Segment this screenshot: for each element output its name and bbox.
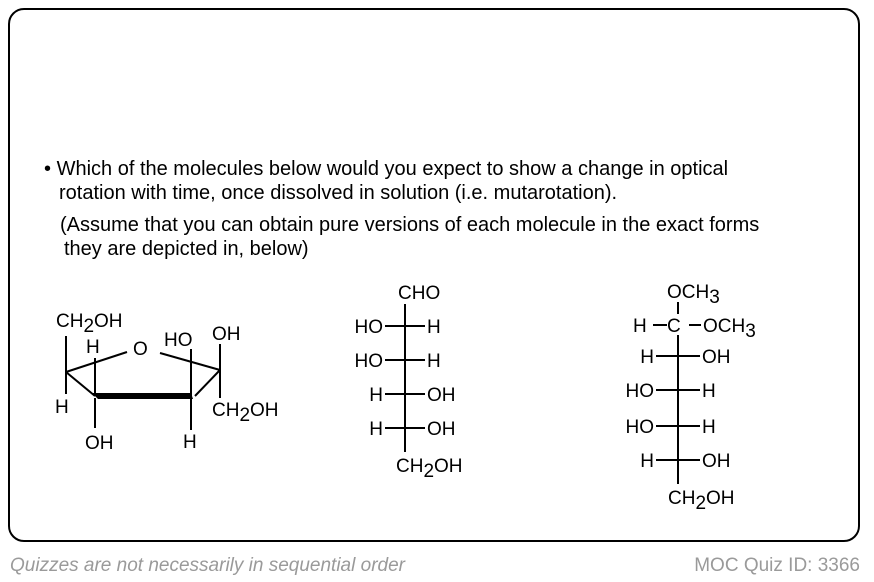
label: H xyxy=(183,432,197,453)
question-text-1: Which of the molecules below would you e… xyxy=(56,158,729,180)
label: H xyxy=(369,419,383,440)
question-line-1: • Which of the molecules below would you… xyxy=(44,157,728,181)
label: HO xyxy=(164,330,193,351)
label: H xyxy=(86,337,100,358)
label: CH2OH xyxy=(56,311,123,337)
label: HO xyxy=(355,351,384,372)
label: H xyxy=(427,317,441,338)
label: OCH3 xyxy=(667,282,720,308)
label: H xyxy=(633,316,647,337)
label: OH xyxy=(427,385,456,406)
label: CH2OH xyxy=(668,488,735,514)
question-line-3: (Assume that you can obtain pure version… xyxy=(60,214,760,236)
label: OH xyxy=(212,324,241,345)
label: H xyxy=(702,381,716,402)
label: O xyxy=(133,339,148,360)
label: H xyxy=(702,417,716,438)
question-line-4: they are depicted in, below) xyxy=(64,238,309,260)
label: CHO xyxy=(398,283,440,304)
label: OH xyxy=(702,451,731,472)
ring-bond xyxy=(194,369,221,397)
label: H xyxy=(640,451,654,472)
label: OCH3 xyxy=(703,316,756,342)
question-line-2: rotation with time, once dissolved in so… xyxy=(59,182,618,204)
label: OH xyxy=(427,419,456,440)
label: HO xyxy=(626,381,655,402)
ring-bold-bond xyxy=(92,393,193,399)
label: OH xyxy=(85,433,114,454)
label: CH2OH xyxy=(396,456,463,482)
label: C xyxy=(667,316,681,337)
label: HO xyxy=(355,317,384,338)
quiz-id: MOC Quiz ID: 3366 xyxy=(694,555,860,576)
quiz-card xyxy=(8,8,860,542)
molecule-3-fischer: OCH3 H C OCH3 H OH HO H HO H H OH CH2OH xyxy=(626,282,756,514)
molecule-1-furanose: CH2OH H O HO OH H CH2OH OH H xyxy=(55,311,279,454)
label: H xyxy=(640,347,654,368)
molecule-2-fischer: CHO HO H HO H H OH H OH CH2OH xyxy=(355,283,463,482)
label: H xyxy=(55,397,69,418)
label: OH xyxy=(702,347,731,368)
label: H xyxy=(369,385,383,406)
ring-bond xyxy=(65,351,128,373)
ring-bond xyxy=(65,371,96,397)
bullet: • xyxy=(44,158,52,180)
label: HO xyxy=(626,417,655,438)
label: H xyxy=(427,351,441,372)
footer-note: Quizzes are not necessarily in sequentia… xyxy=(10,555,405,576)
label: CH2OH xyxy=(212,400,279,426)
